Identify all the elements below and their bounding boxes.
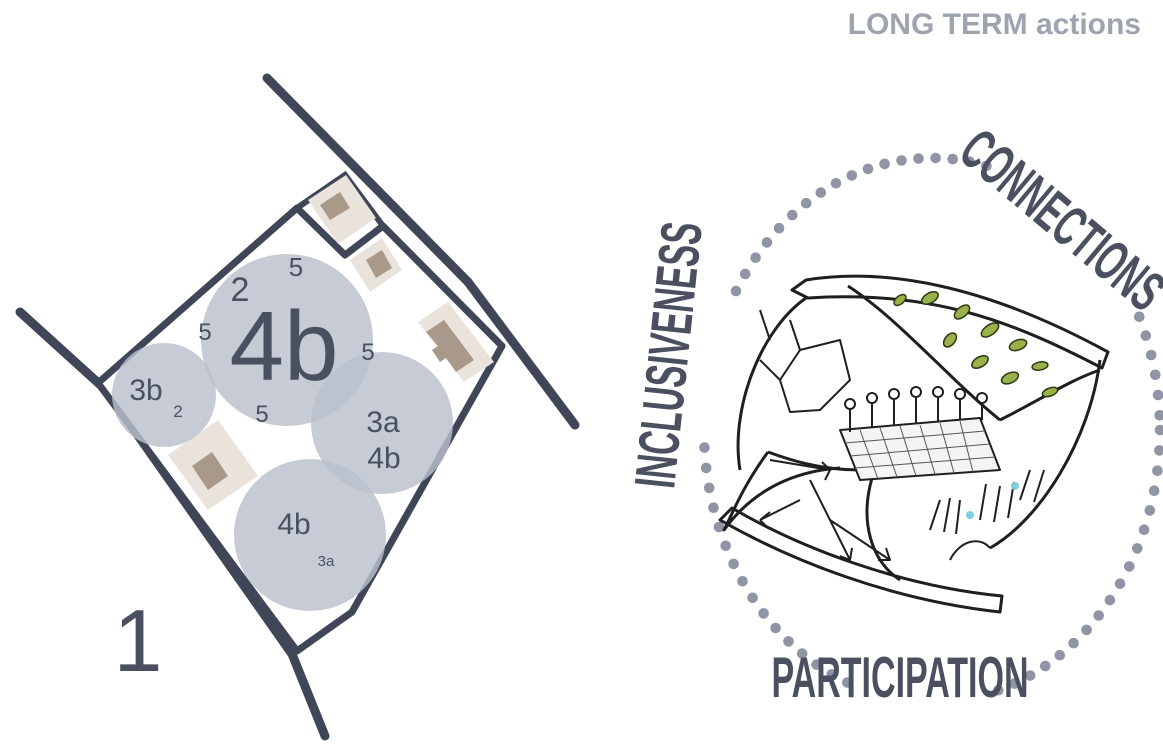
ring-dot xyxy=(783,636,794,647)
road-upper xyxy=(262,73,473,287)
ring-dot xyxy=(713,521,725,533)
ring-dot xyxy=(1144,505,1156,516)
building xyxy=(320,192,350,220)
ring-dot xyxy=(830,178,842,189)
ring-dot xyxy=(1154,424,1163,436)
ring-dot xyxy=(1040,660,1051,672)
ring-diagram: CONNECTIONS INCLUSIVENESS PARTICIPATION xyxy=(623,117,1163,710)
ring-dot xyxy=(699,442,710,453)
word-participation: PARTICIPATION xyxy=(771,646,1028,710)
ring-dot xyxy=(1150,369,1161,381)
ring-dot xyxy=(750,252,761,263)
ring-dot xyxy=(796,648,808,659)
meeting-sketch xyxy=(718,274,1110,614)
ring-dot xyxy=(787,209,798,221)
intervention-circles xyxy=(112,254,453,611)
ring-dot xyxy=(1024,670,1036,681)
ring-dot xyxy=(1138,524,1150,535)
main-top-number: 5 xyxy=(289,252,303,282)
ring-dot xyxy=(842,677,853,688)
ring-dot xyxy=(896,155,907,166)
building xyxy=(366,250,392,278)
ring-dot xyxy=(747,592,758,604)
dotted-ring xyxy=(699,152,1163,696)
main-topleft-number: 2 xyxy=(231,271,250,309)
ring-dot xyxy=(1134,311,1145,323)
ring-dot xyxy=(700,462,712,474)
ring-dot xyxy=(1068,637,1079,649)
building xyxy=(192,452,228,490)
ring-dot xyxy=(930,152,941,164)
ring-dot xyxy=(1104,594,1116,606)
ring-dot xyxy=(1009,678,1020,689)
ring-dot xyxy=(728,558,739,570)
ring-dot xyxy=(773,222,785,234)
ring-dot xyxy=(720,540,731,552)
ring-dot xyxy=(761,237,773,248)
ring-dot xyxy=(1152,465,1163,477)
circle-4b-lower-label: 4b xyxy=(277,508,310,541)
page-title: LONG TERM actions xyxy=(847,8,1141,41)
ring-dot xyxy=(913,153,924,164)
ring-dot xyxy=(964,156,975,167)
ring-dot xyxy=(703,482,715,494)
ring-dot xyxy=(947,153,958,165)
word-connections: CONNECTIONS xyxy=(948,117,1163,323)
ring-dot xyxy=(737,576,748,587)
circle-4b-3a xyxy=(234,459,386,611)
ring-dot xyxy=(846,170,858,181)
circle-3b xyxy=(112,343,216,447)
ring-dot xyxy=(1132,543,1143,554)
ring-dot xyxy=(862,163,874,175)
ring-dot xyxy=(811,659,822,670)
ring-dot xyxy=(1054,649,1066,661)
circle-3a-sub: 3a xyxy=(318,553,335,570)
ring-dot xyxy=(758,608,769,619)
ring-dot xyxy=(1124,561,1135,572)
ring-dot xyxy=(1140,330,1152,341)
road-left xyxy=(15,307,111,395)
ring-dot xyxy=(1114,578,1126,589)
circle-3a-4b xyxy=(311,352,453,494)
ring-dot xyxy=(1093,610,1104,621)
ring-dot xyxy=(800,197,812,209)
ring-dot xyxy=(770,622,781,634)
ring-dot xyxy=(1081,624,1092,636)
ring-dot xyxy=(1154,445,1163,456)
building xyxy=(426,320,474,372)
circle-4b-sub: 4b xyxy=(367,442,400,475)
ring-dot xyxy=(993,685,1004,696)
main-left-number: 5 xyxy=(198,319,211,346)
ring-dot xyxy=(1154,410,1163,421)
ring-dot xyxy=(815,187,827,198)
ring-dot xyxy=(1148,485,1160,497)
ring-dot xyxy=(708,502,719,513)
circle-3a-label: 3a xyxy=(366,406,400,439)
circle-main-label: 4b xyxy=(229,291,338,401)
teal-dots xyxy=(966,482,1019,519)
small-plot xyxy=(292,170,388,259)
ring-dot xyxy=(730,285,742,297)
circle-3b-label: 3b xyxy=(129,374,162,407)
site-number: 1 xyxy=(114,591,163,690)
ring-dot xyxy=(1152,389,1163,401)
circle-3b-sub: 2 xyxy=(173,402,182,421)
ring-dot xyxy=(879,158,890,170)
main-bottom-number: 5 xyxy=(255,401,268,428)
buildings xyxy=(168,175,494,510)
ring-dot xyxy=(739,268,751,280)
main-right-number: 5 xyxy=(361,339,374,366)
ring-dot xyxy=(1145,349,1157,361)
site-plan: 4b 5 2 5 5 5 3b 2 3a 4b 4b 3a 1 xyxy=(15,73,580,741)
ring-dot xyxy=(826,669,837,680)
road-right xyxy=(463,277,580,430)
ring-dot xyxy=(981,160,992,172)
leaves xyxy=(893,291,1059,398)
